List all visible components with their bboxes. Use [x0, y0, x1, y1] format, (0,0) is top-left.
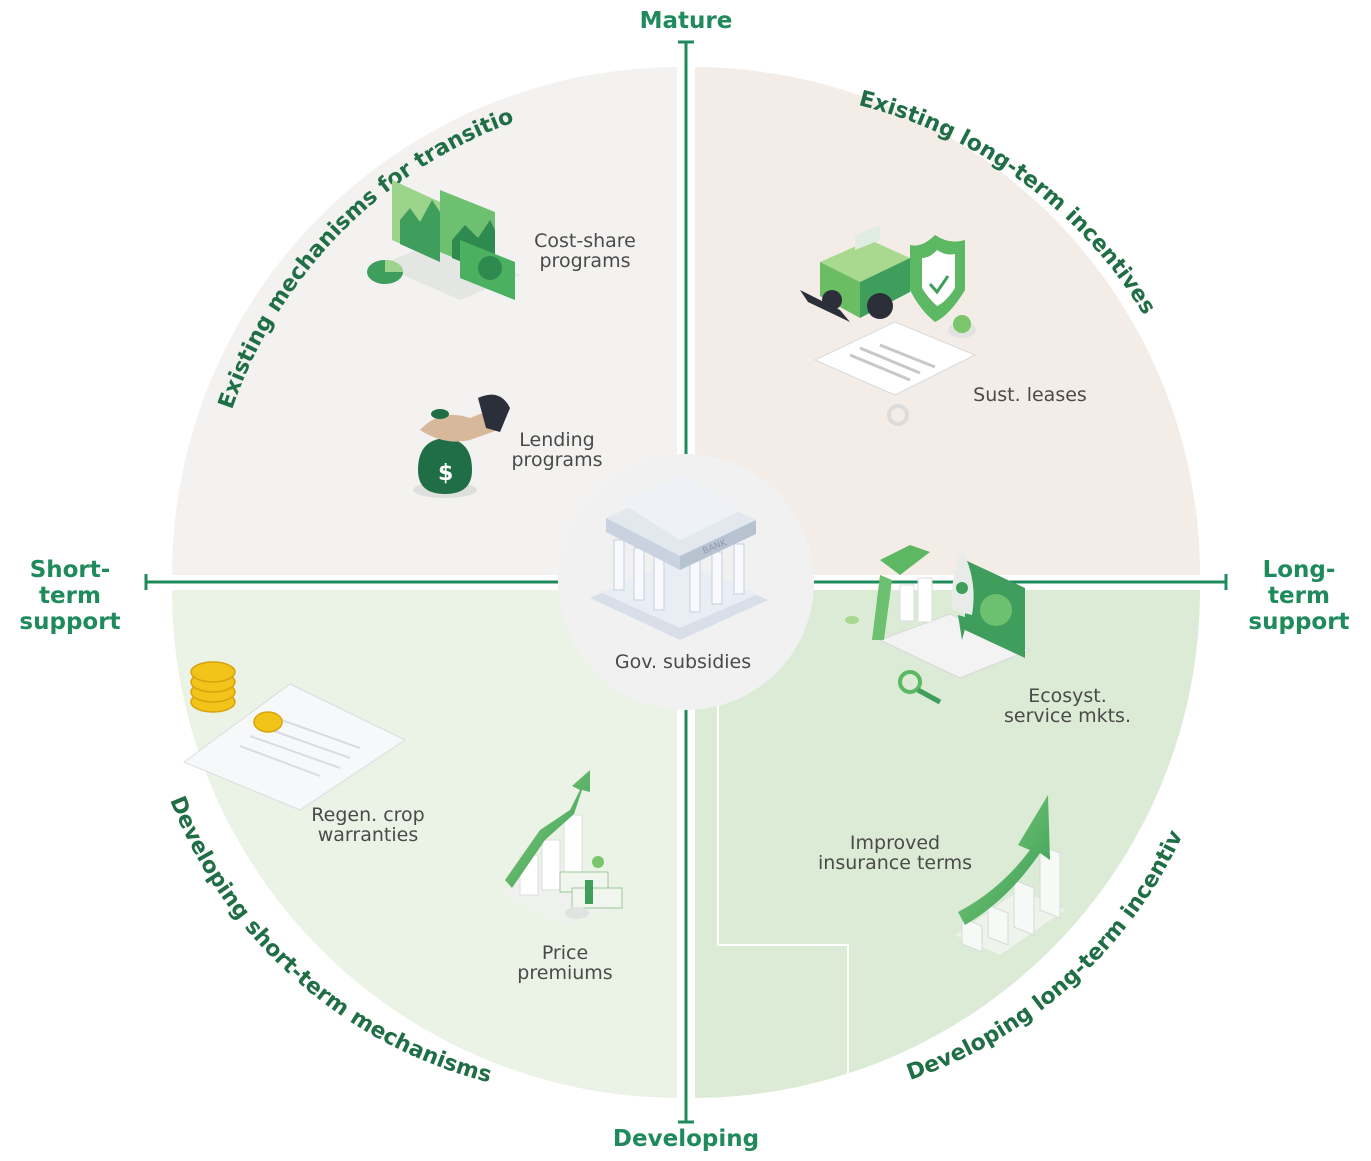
growth-cash-icon — [500, 770, 623, 925]
label-ecosyst-line2: service mkts. — [1004, 705, 1131, 727]
growth-arrow-icon — [955, 795, 1065, 955]
axis-label-top: Mature — [639, 8, 733, 34]
label-sust-leases: Sust. leases — [973, 384, 1087, 406]
label-lending-line1: Lending — [519, 429, 595, 451]
axis-label-bottom: Developing — [612, 1126, 760, 1152]
label-insurance: Improved insurance terms — [800, 833, 990, 873]
label-ecosyst: Ecosyst. service mkts. — [995, 686, 1140, 726]
quadrant-top-right — [695, 67, 1200, 575]
axis-label-right-line1: Long-term — [1262, 557, 1336, 609]
bank-icon: BANK — [590, 476, 768, 640]
axis-label-left: Short-term support — [0, 557, 140, 635]
label-regen: Regen. crop warranties — [300, 805, 436, 845]
quadrant-top-left — [172, 67, 677, 575]
label-price: Price premiums — [505, 943, 625, 983]
axis-label-right-line2: support — [1248, 609, 1350, 635]
label-cost-share-line1: Cost-share — [534, 230, 636, 252]
axis-label-right: Long-term support — [1232, 557, 1366, 635]
axis-label-left-line2: support — [19, 609, 121, 635]
connector-line — [717, 705, 849, 1156]
tractor-shield-icon — [800, 225, 977, 426]
coins-document-icon — [182, 661, 407, 811]
money-bag-icon: $ — [413, 394, 510, 498]
label-insurance-line1: Improved — [849, 832, 941, 854]
label-insurance-line2: insurance terms — [818, 852, 972, 874]
label-lending: Lending programs — [497, 430, 617, 470]
label-price-line2: premiums — [517, 962, 613, 984]
center-label: Gov. subsidies — [615, 651, 751, 673]
label-regen-line2: warranties — [317, 824, 419, 846]
label-price-line1: Price — [541, 942, 589, 964]
axis-label-left-line1: Short-term — [29, 557, 111, 609]
label-ecosyst-line1: Ecosyst. — [1028, 685, 1107, 707]
quadrant-bottom-right — [695, 590, 1200, 1098]
label-lending-line2: programs — [511, 449, 603, 471]
label-regen-line1: Regen. crop — [311, 804, 425, 826]
label-cost-share: Cost-share programs — [520, 231, 650, 271]
dashboard-chart-icon — [367, 180, 520, 300]
label-cost-share-line2: programs — [539, 250, 631, 272]
svg-text:$: $ — [438, 461, 453, 486]
rocket-laptop-icon — [845, 545, 1032, 705]
